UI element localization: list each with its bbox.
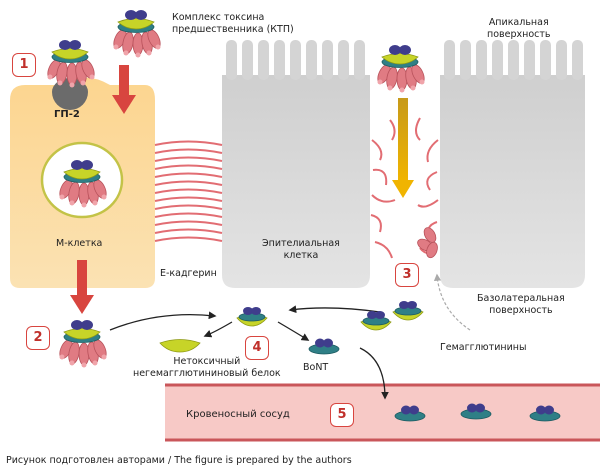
bound-hemagglutinin — [417, 227, 438, 259]
label-gp2: ГП-2 — [54, 109, 80, 120]
tpc-complex-top — [110, 9, 164, 58]
label-hemagglutinins: Гемагглютинины — [440, 342, 527, 353]
label-complex: Комплекс токсина предшественника (КТП) — [172, 12, 294, 35]
microvilli-left — [226, 40, 365, 80]
label-e-cadherin: Е-кадгерин — [160, 268, 217, 279]
step-5: 5 — [330, 403, 354, 427]
hemagglutinin-pointer — [433, 273, 471, 331]
mptc-complex-a — [236, 306, 268, 327]
nontoxic-protein — [159, 339, 201, 353]
paracellular-arrow — [392, 98, 414, 198]
mptc-complex-b — [360, 310, 392, 331]
label-nontoxic: Нетоксичный негемагглютининовый белок — [133, 356, 281, 379]
tpc-complex-exit — [56, 319, 110, 368]
gp2-receptor — [52, 78, 88, 110]
figure-caption: Рисунок подготовлен авторами / The figur… — [6, 455, 352, 466]
step-1: 1 — [12, 53, 36, 77]
epithelial-cell-left — [222, 75, 370, 288]
microvilli-right — [444, 40, 583, 80]
e-cadherin-junction — [154, 140, 223, 242]
step-2: 2 — [26, 326, 50, 350]
transcytosis-arrow-bottom — [70, 260, 94, 314]
tpc-complex-apical — [374, 44, 428, 93]
label-basolateral: Базолатеральная поверхность — [477, 293, 565, 316]
transcytosis-arrow-top — [112, 65, 136, 114]
mptc-complex-c — [392, 300, 424, 321]
flow-arrows — [109, 305, 389, 400]
label-bont: BoNT — [303, 362, 329, 373]
label-blood-vessel: Кровеносный сосуд — [186, 409, 290, 420]
label-m-cell: М-клетка — [56, 238, 103, 249]
bont-free — [308, 338, 340, 355]
step-4: 4 — [245, 336, 269, 360]
label-epithelial: Эпителиальная клетка — [262, 238, 340, 261]
epithelial-cell-right — [440, 75, 585, 288]
step-3: 3 — [395, 263, 419, 287]
label-apical: Апикальная поверхность — [487, 17, 551, 40]
